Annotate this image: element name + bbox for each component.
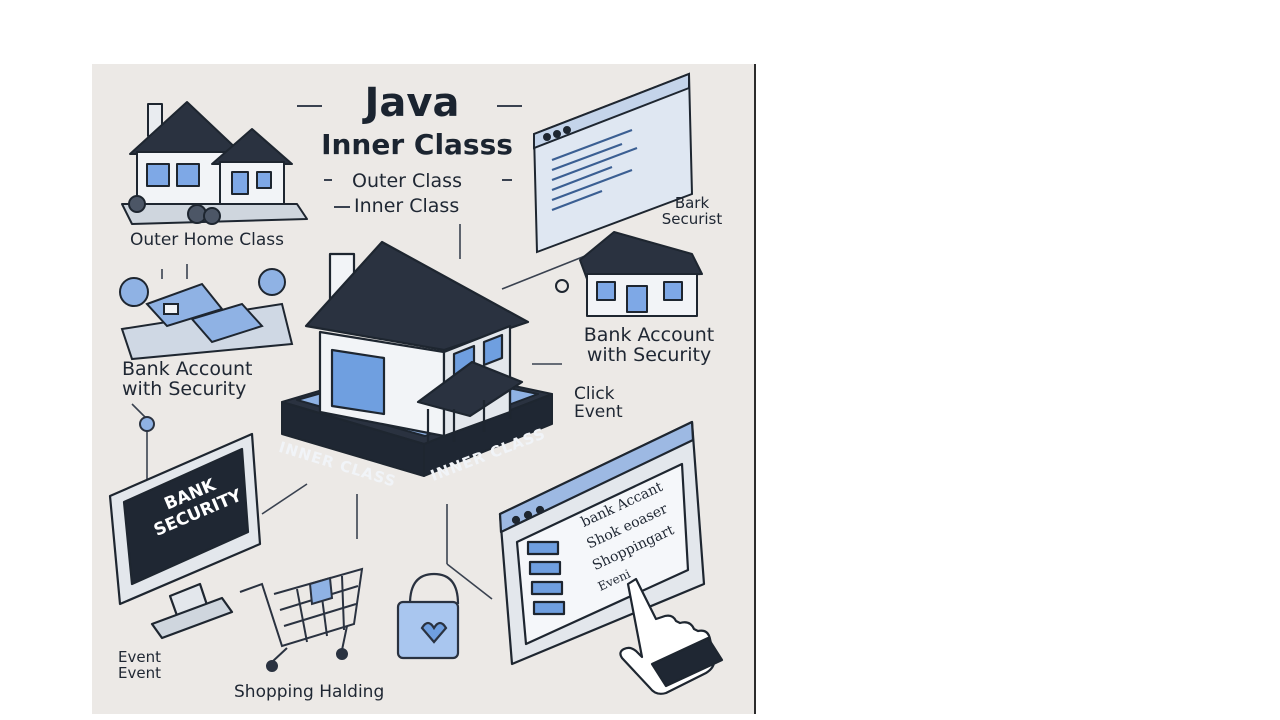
- label-bank-securist: Bark Securist: [661, 194, 723, 228]
- bank-landscape: [119, 268, 294, 361]
- label-click-event: Click Event: [574, 384, 623, 422]
- pin-markers: [139, 416, 155, 432]
- label-bank-account-right: Bank Account with Security: [583, 324, 715, 366]
- pointer-hand-icon: [619, 577, 724, 695]
- label-event-event: Event Event: [118, 648, 161, 682]
- diagram-title-line1: Java: [364, 80, 460, 126]
- bank-security-monitor: [108, 432, 262, 640]
- click-event-screen: [498, 420, 706, 666]
- bank-account-house: [555, 231, 703, 317]
- outer-home-house: [121, 101, 308, 225]
- diagram-title-line2: Inner Classs: [321, 128, 513, 161]
- label-bank-account-left: Bank Account with Security: [122, 358, 253, 400]
- subtitle-outer-class: Outer Class: [352, 170, 462, 192]
- diagram-panel: Java Inner Classs Outer Class Inner Clas…: [92, 64, 756, 714]
- connector-lines: [131, 224, 591, 600]
- shopping-cart-graphic: [239, 567, 364, 672]
- subtitle-inner-class: Inner Class: [354, 195, 460, 217]
- code-window: [532, 72, 694, 254]
- title-dashes: [297, 105, 522, 208]
- lock-bag-icon: [396, 572, 460, 660]
- label-shopping-halding: Shopping Halding: [234, 682, 385, 702]
- inner-class-house: [304, 240, 530, 444]
- diagram-artwork: [108, 72, 724, 695]
- label-outer-home-class: Outer Home Class: [130, 230, 285, 250]
